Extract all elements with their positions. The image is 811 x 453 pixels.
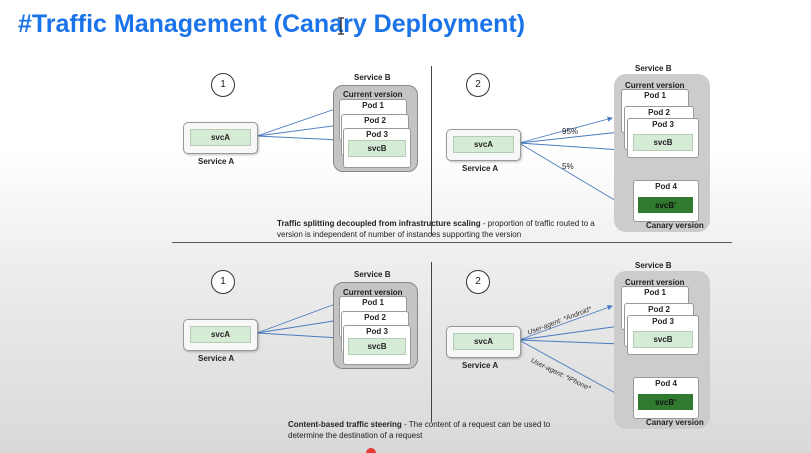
svcb-container: svcB <box>348 140 406 157</box>
pod-label: Pod 1 <box>362 101 384 110</box>
service-b-label: Service B <box>635 261 672 270</box>
step-number: 1 <box>211 270 235 294</box>
caption-text: - The content of a request can be used t… <box>288 420 551 440</box>
bottom-divider <box>431 262 432 422</box>
svcb-container: svcB <box>633 331 693 348</box>
pod-label: Pod 3 <box>366 327 388 336</box>
svcb-container: svcB <box>633 134 693 151</box>
pod-label: Pod 3 <box>652 120 674 129</box>
page-title: #Traffic Management (Canary Deployment) <box>18 10 526 38</box>
service-a-label: Service A <box>198 157 235 166</box>
pod-label: Pod 2 <box>364 313 386 322</box>
service-b-label: Service B <box>635 64 672 73</box>
canary-version-label: Canary version <box>646 418 704 427</box>
current-version-label: Current version <box>343 288 403 297</box>
pod-label: Pod 2 <box>648 108 670 117</box>
pod-label: Pod 4 <box>655 379 677 388</box>
svca-container: svcA <box>190 326 251 343</box>
top-divider <box>431 66 432 236</box>
canary-version-label: Canary version <box>646 221 704 230</box>
section-divider <box>172 242 732 243</box>
bottom-caption: Content-based traffic steering - The con… <box>288 419 578 441</box>
step-number: 2 <box>466 270 490 294</box>
pod-label: Pod 2 <box>648 305 670 314</box>
top-caption: Traffic splitting decoupled from infrast… <box>277 218 597 240</box>
svca-container: svcA <box>190 129 251 146</box>
caption-heading: Content-based traffic steering <box>288 420 402 429</box>
svca-container: svcA <box>453 333 514 350</box>
text-cursor-icon <box>338 17 344 35</box>
svca-container: svcA <box>453 136 514 153</box>
service-a-label: Service A <box>198 354 235 363</box>
traffic-percent-current: 95% <box>562 127 579 136</box>
video-progress-marker[interactable] <box>366 448 376 453</box>
step-number: 2 <box>466 73 490 97</box>
service-a-label: Service A <box>462 361 499 370</box>
service-b-label: Service B <box>354 73 391 82</box>
caption-text: - proportion of traffic routed to a vers… <box>277 219 595 239</box>
pod-label: Pod 1 <box>644 91 666 100</box>
pod-label: Pod 1 <box>644 288 666 297</box>
caption-heading: Traffic splitting decoupled from infrast… <box>277 219 481 228</box>
service-a-label: Service A <box>462 164 499 173</box>
service-b-label: Service B <box>354 270 391 279</box>
pod-label: Pod 3 <box>366 130 388 139</box>
current-version-label: Current version <box>625 278 685 287</box>
pod-label: Pod 3 <box>652 317 674 326</box>
pod-label: Pod 1 <box>362 298 384 307</box>
svcb-container: svcB <box>348 338 406 355</box>
canary-svcb-container: svcB' <box>638 197 693 213</box>
traffic-percent-canary: 5% <box>562 162 574 171</box>
pod-label: Pod 4 <box>655 182 677 191</box>
pod-label: Pod 2 <box>364 116 386 125</box>
current-version-label: Current version <box>343 90 403 99</box>
step-number: 1 <box>211 73 235 97</box>
canary-svcb-container: svcB' <box>638 394 693 410</box>
current-version-label: Current version <box>625 81 685 90</box>
